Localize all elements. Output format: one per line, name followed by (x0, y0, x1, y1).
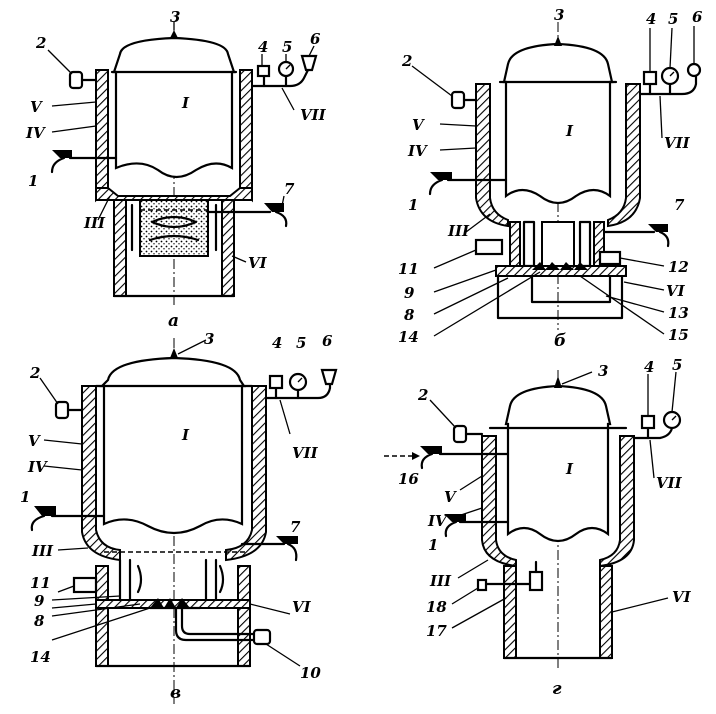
label-b-VII: VII (664, 134, 691, 152)
caption-d: г (552, 679, 562, 699)
label-c-2: 2 (29, 364, 40, 382)
label-c-11: 11 (30, 574, 51, 592)
label-b-1: 1 (408, 196, 418, 214)
label-a-2: 2 (35, 34, 46, 52)
label-d-5: 5 (672, 356, 682, 374)
diagram-d: 2 3 4 5 16 1 I V IV III VI VII 18 17 г (384, 356, 692, 699)
label-c-3: 3 (204, 330, 214, 348)
label-c-I: I (181, 426, 190, 444)
label-a-I: I (181, 94, 190, 112)
label-b-IV: IV (407, 142, 428, 160)
label-d-VI: VI (672, 588, 692, 606)
label-c-5: 5 (296, 334, 306, 352)
label-b-7: 7 (674, 196, 685, 214)
label-b-13: 13 (668, 304, 689, 322)
label-b-15: 15 (668, 326, 689, 344)
label-d-2: 2 (417, 386, 428, 404)
caption-c: в (170, 683, 181, 703)
label-b-I: I (565, 122, 574, 140)
label-a-7: 7 (284, 180, 295, 198)
label-a-VII: VII (300, 106, 327, 124)
label-b-9: 9 (404, 284, 415, 302)
label-d-3: 3 (598, 362, 608, 380)
diagram-a: 2 3 4 5 6 7 1 I V IV III VI VII а (25, 8, 327, 331)
label-a-6: 6 (310, 30, 321, 48)
diagram-c: 2 3 4 5 6 7 1 I V IV III VI VII 11 9 8 1… (20, 330, 338, 704)
caption-a: а (168, 311, 179, 331)
label-a-V: V (30, 98, 43, 116)
label-c-VII: VII (292, 444, 319, 462)
label-c-1: 1 (20, 488, 30, 506)
label-b-2: 2 (401, 52, 412, 70)
label-b-6: 6 (692, 8, 703, 26)
diagram-b: 2 3 4 5 6 7 1 I V IV III VI VII 11 9 8 1… (398, 6, 703, 351)
label-c-10: 10 (300, 664, 321, 682)
label-a-5: 5 (282, 38, 292, 56)
label-d-V: V (444, 488, 457, 506)
label-d-I: I (565, 460, 574, 478)
label-b-8: 8 (404, 306, 415, 324)
label-c-4: 4 (272, 334, 282, 352)
label-d-18: 18 (426, 598, 447, 616)
label-a-IV: IV (25, 124, 46, 142)
label-c-6: 6 (322, 332, 333, 350)
label-c-9: 9 (34, 592, 45, 610)
label-d-4: 4 (644, 358, 654, 376)
label-d-IV: IV (427, 512, 448, 530)
label-a-VI: VI (248, 254, 268, 272)
label-d-17: 17 (426, 622, 447, 640)
label-b-5: 5 (668, 10, 678, 28)
label-c-V: V (28, 432, 41, 450)
label-c-III: III (31, 542, 54, 560)
label-b-4: 4 (646, 10, 656, 28)
label-b-III: III (447, 222, 470, 240)
label-a-4: 4 (258, 38, 268, 56)
label-a-3: 3 (170, 8, 180, 26)
label-b-14: 14 (398, 328, 419, 346)
label-b-VI: VI (666, 282, 686, 300)
label-d-VII: VII (656, 474, 683, 492)
label-c-VI: VI (292, 598, 312, 616)
label-c-8: 8 (34, 612, 45, 630)
label-a-III: III (83, 214, 106, 232)
label-a-1: 1 (28, 172, 38, 190)
label-b-11: 11 (398, 260, 419, 278)
caption-b: б (554, 331, 566, 351)
label-b-12: 12 (668, 258, 689, 276)
label-d-III: III (429, 572, 452, 590)
label-d-1: 1 (428, 536, 438, 554)
label-b-3: 3 (554, 6, 564, 24)
label-b-V: V (412, 116, 425, 134)
label-c-7: 7 (290, 518, 301, 536)
label-c-IV: IV (27, 458, 48, 476)
label-d-16: 16 (398, 470, 419, 488)
label-c-14: 14 (30, 648, 51, 666)
